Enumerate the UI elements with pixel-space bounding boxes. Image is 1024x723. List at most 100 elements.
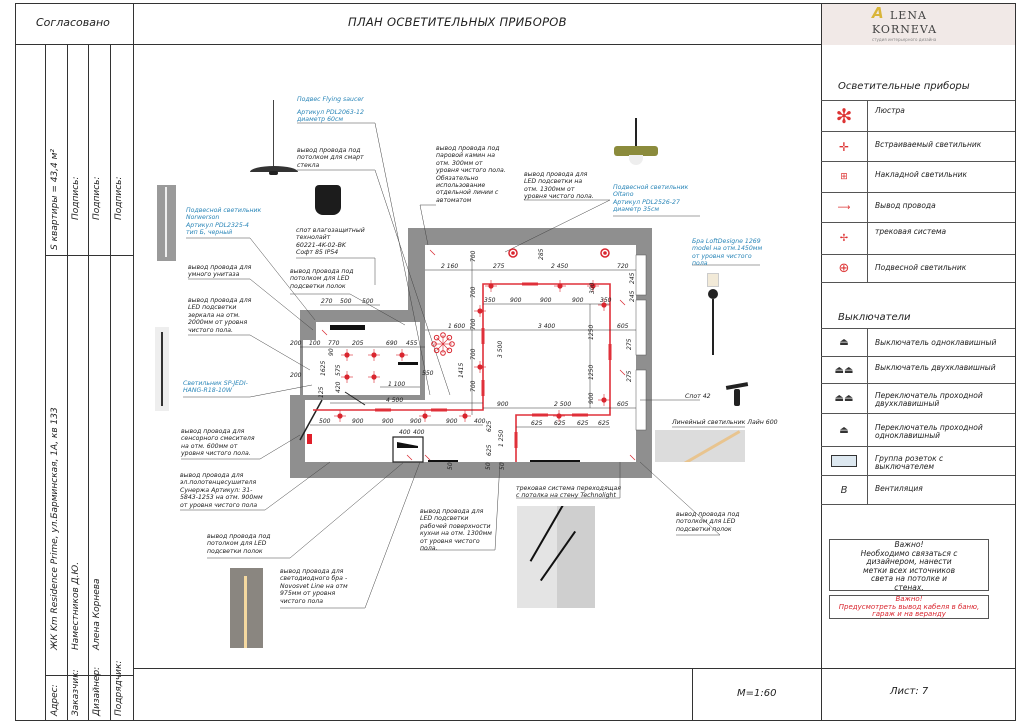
chandelier-icon — [433, 334, 440, 341]
legend-label: трековая система — [875, 227, 947, 236]
legend-row: ✻Люстра — [821, 100, 1015, 131]
note-oltano-pendant: Подвесной светильник Oltano Артикул PDL2… — [613, 184, 689, 214]
dimension-label: 3 500 — [497, 341, 504, 358]
dimension-label: 900 — [510, 297, 522, 304]
note-mirror-led-wire: вывод провода для LED подсветки зеркала … — [188, 297, 252, 334]
dimension-label: 700 — [470, 318, 477, 330]
dimension-label: 50 — [447, 462, 454, 470]
dimension-label: 270 — [321, 298, 333, 305]
dimension-label: 575 — [335, 364, 342, 376]
header-approved-divider — [133, 3, 134, 721]
note-mixer-wire: вывод провода для сенсорного смесителя н… — [181, 428, 255, 458]
note-jedi-light: Светильник SP-JEDI- HANG-R18-10W — [183, 380, 248, 395]
dimension-label: 125 — [318, 386, 325, 398]
note-norwerson-pendant: Подвесной светильник Norwerson Артикул P… — [186, 207, 262, 237]
single-passthrough-switch-icon: ⏏ — [821, 414, 868, 446]
dimension-label: 900 — [572, 297, 584, 304]
dimension-label: 900 — [540, 297, 552, 304]
note-flying-saucer-title: Подвес Flying saucer — [297, 96, 364, 103]
legend-row: ✢трековая система — [821, 222, 1015, 254]
wire-output-icon — [429, 249, 436, 256]
double-passthrough-switch-icon: ⏏⏏ — [821, 384, 868, 413]
dimension-label: 1250 — [588, 325, 595, 340]
dimension-label: 1 250 — [498, 430, 505, 447]
bathroom — [316, 322, 420, 395]
header-divider — [15, 44, 821, 45]
chandelier-icon — [440, 332, 446, 338]
note-kitchen-led-wire: вывод провода для LED подсветки рабочей … — [420, 508, 492, 553]
recessed-light-icon — [371, 374, 377, 380]
note-steam-fireplace-wire: вывод провода под паровой камин на отм. … — [436, 145, 506, 204]
dimension-label: 900 — [446, 418, 458, 425]
legend-lights-title: Осветительные приборы — [838, 81, 970, 92]
legend-label: Выключатель одноклавишный — [875, 338, 997, 347]
wire-output-icon — [424, 454, 431, 461]
kitchen-unit — [392, 436, 424, 463]
note-waterproof-spot: спот влагозащитный технолайт 60221-4K-02… — [296, 227, 365, 257]
linear-light-image — [655, 430, 745, 462]
dimension-label: 400 — [474, 418, 486, 425]
legend-row: ⏏⏏Переключатель проходной двухклавишный — [821, 383, 1015, 413]
stamp-row — [45, 675, 133, 676]
waterproof-spot-image — [315, 185, 341, 215]
frame-top — [15, 3, 1015, 4]
dimension-label: 500 — [362, 298, 374, 305]
track-spot-icon — [481, 380, 485, 396]
dimension-label: 605 — [617, 401, 629, 408]
recessed-light-icon — [371, 352, 377, 358]
legend-label: Вывод провода — [875, 201, 936, 210]
track-corner-image — [517, 506, 595, 608]
wire-output-icon — [321, 329, 328, 336]
recessed-light-icon: ✛ — [821, 132, 868, 161]
note-smart-toilet-wire: вывод провода для умного унитаза — [188, 264, 252, 279]
legend-label: Группа розеток с выключателем — [875, 454, 944, 471]
legend-switches-title: Выключатели — [838, 312, 911, 323]
chandelier-icon — [446, 347, 453, 354]
chandelier-icon — [431, 341, 437, 347]
dimension-label: 1415 — [458, 363, 465, 378]
page-title: ПЛАН ОСВЕТИТЕЛЬНЫХ ПРИБОРОВ — [348, 15, 567, 29]
norwerson-pendant-image — [157, 185, 176, 261]
legend-row: ✛Встраиваемый светильник — [821, 131, 1015, 161]
legend-divider — [821, 3, 822, 721]
dimension-label: 1625 — [320, 361, 327, 376]
legend-row: ⊕Подвесной светильник — [821, 254, 1015, 283]
chandelier-arm — [436, 343, 444, 351]
socket-group-icon — [821, 447, 868, 475]
chandelier-arm — [436, 337, 444, 345]
approved-label: Согласовано — [36, 16, 110, 29]
dimension-label: 420 — [335, 381, 342, 393]
footer-divider — [133, 668, 1015, 669]
note-novosvet-wire: вывод провода для светодиодного бра - No… — [280, 568, 348, 605]
dimension-label: 625 — [554, 420, 566, 427]
frame-bottom — [15, 720, 1016, 721]
dimension-label: 900 — [588, 392, 595, 404]
logo-subtitle: студия интерьерного дизайна — [872, 37, 937, 42]
dimension-label: 700 — [470, 286, 477, 298]
dimension-label: 245 — [629, 290, 636, 302]
pendant-light-icon — [600, 248, 610, 258]
legend-row: ⏏Переключатель проходной одноклавишный — [821, 413, 1015, 446]
legend-label: Люстра — [875, 106, 905, 115]
dimension-label: 625 — [577, 420, 589, 427]
recessed-light-icon — [557, 283, 563, 289]
wire-output-icon — [629, 454, 636, 461]
stamp-col — [110, 44, 111, 721]
dimension-label: 550 — [422, 370, 434, 377]
recessed-light-icon — [337, 413, 343, 419]
note-shelf-led-wire-3: вывод провода под потолком для LED подсв… — [676, 511, 740, 533]
shelf — [330, 325, 365, 330]
recessed-light-icon — [601, 302, 607, 308]
note-linear-light: Линейный светильник Лайн 600 — [672, 419, 778, 426]
dimension-label: 720 — [617, 263, 629, 270]
radiator — [307, 434, 312, 444]
dimension-label: 50 — [485, 462, 492, 470]
note-towel-dryer-wire: вывод провода для эл.полотенцесушителя С… — [180, 472, 263, 509]
track-spot-icon — [514, 432, 518, 448]
dimension-label: 245 — [629, 272, 636, 284]
track-line — [313, 283, 611, 462]
sconce-image — [705, 273, 721, 357]
legend-label: Подвесной светильник — [875, 263, 967, 272]
chandelier-icon — [440, 350, 446, 356]
